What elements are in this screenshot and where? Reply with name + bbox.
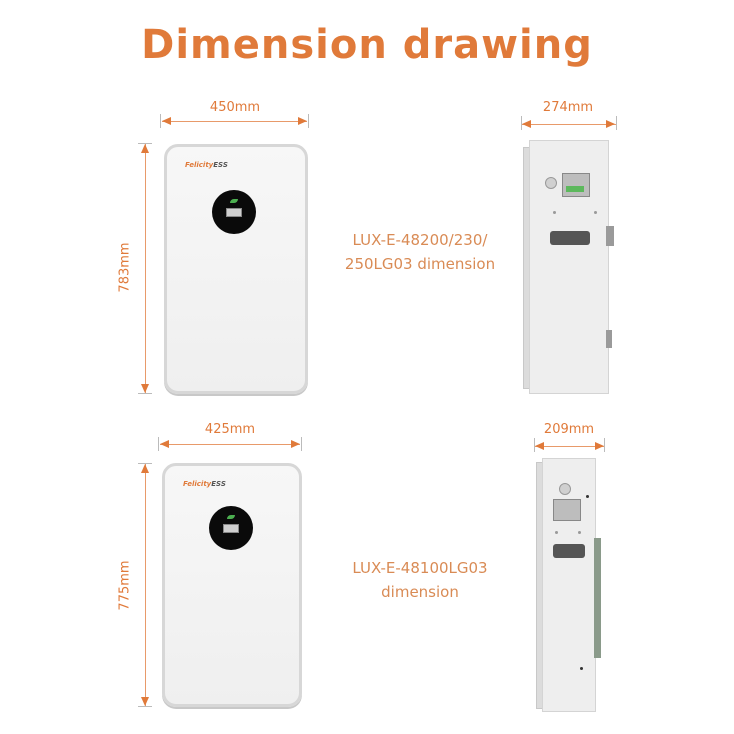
side-depth-label: 209mm: [543, 422, 595, 437]
page-title: Dimension drawing: [141, 22, 593, 68]
battery-side-view: [529, 140, 609, 394]
round-display: [209, 506, 253, 550]
screw: [555, 531, 558, 534]
carry-handle: [550, 231, 590, 245]
screw: [553, 211, 556, 214]
brand-logo: FelicityESS: [183, 480, 226, 488]
battery-front-view: FelicityESS: [164, 144, 308, 394]
arrow-right-icon: [298, 117, 307, 125]
height-label: 775mm: [117, 560, 133, 611]
screw: [578, 531, 581, 534]
arrow-down-icon: [141, 697, 149, 706]
dimension-tick: [138, 463, 152, 464]
arrow-right-icon: [606, 120, 615, 128]
dimension-tick: [604, 438, 605, 452]
model-line-2: dimension: [381, 583, 459, 601]
model-label-2: LUX-E-48100LG03 dimension: [320, 556, 520, 604]
dimension-tick: [160, 114, 161, 128]
power-knob: [559, 483, 571, 495]
arrow-down-icon: [141, 384, 149, 393]
arrow-up-icon: [141, 464, 149, 473]
depth-dimension-line: [522, 124, 616, 125]
height-dimension-line: [145, 464, 146, 706]
circuit-breaker: [562, 173, 590, 197]
model-label-1: LUX-E-48200/230/ 250LG03 dimension: [320, 228, 520, 276]
mount-bracket: [594, 538, 601, 658]
lcd-screen: [223, 524, 239, 533]
model-line-1: LUX-E-48100LG03: [352, 559, 488, 577]
leaf-icon: [227, 515, 235, 519]
dimension-tick: [138, 393, 152, 394]
width-dimension-line: [162, 121, 307, 122]
dimension-tick: [138, 143, 152, 144]
dimension-tick: [534, 438, 535, 452]
front-width-label: 450mm: [209, 100, 261, 115]
carry-handle: [553, 544, 585, 558]
arrow-left-icon: [162, 117, 171, 125]
power-knob: [545, 177, 557, 189]
brand-logo-suffix: ESS: [213, 161, 228, 169]
height-dimension-line: [145, 144, 146, 393]
model-line-1: LUX-E-48200/230/: [352, 231, 488, 249]
dimension-tick: [138, 706, 152, 707]
lcd-screen: [226, 208, 242, 217]
screw: [594, 211, 597, 214]
height-label: 783mm: [117, 242, 133, 293]
side-depth-label: 274mm: [542, 100, 594, 115]
dimension-tick: [308, 114, 309, 128]
brand-logo-prefix: Felicity: [183, 480, 212, 488]
arrow-left-icon: [160, 440, 169, 448]
round-display: [212, 190, 256, 234]
ground-screw: [580, 667, 583, 670]
circuit-breaker: [553, 499, 581, 521]
arrow-left-icon: [522, 120, 531, 128]
battery-side-view: [542, 458, 596, 712]
dimension-tick: [301, 437, 302, 451]
model-line-2: 250LG03 dimension: [344, 255, 496, 273]
mount-bracket-bottom: [606, 330, 612, 348]
breaker-indicator: [566, 186, 584, 192]
battery-front-view: FelicityESS: [162, 463, 302, 707]
brand-logo-suffix: ESS: [211, 480, 226, 488]
arrow-right-icon: [595, 442, 604, 450]
front-width-label: 425mm: [204, 422, 256, 437]
dimension-tick: [158, 437, 159, 451]
dimension-tick: [521, 116, 522, 130]
arrow-right-icon: [291, 440, 300, 448]
mount-bracket-top: [606, 226, 614, 246]
brand-logo: FelicityESS: [185, 161, 228, 169]
indicator-led: [586, 495, 589, 498]
leaf-icon: [230, 199, 238, 203]
arrow-up-icon: [141, 144, 149, 153]
brand-logo-prefix: Felicity: [185, 161, 214, 169]
depth-dimension-line: [535, 446, 604, 447]
dimension-tick: [616, 116, 617, 130]
width-dimension-line: [160, 444, 300, 445]
arrow-left-icon: [535, 442, 544, 450]
